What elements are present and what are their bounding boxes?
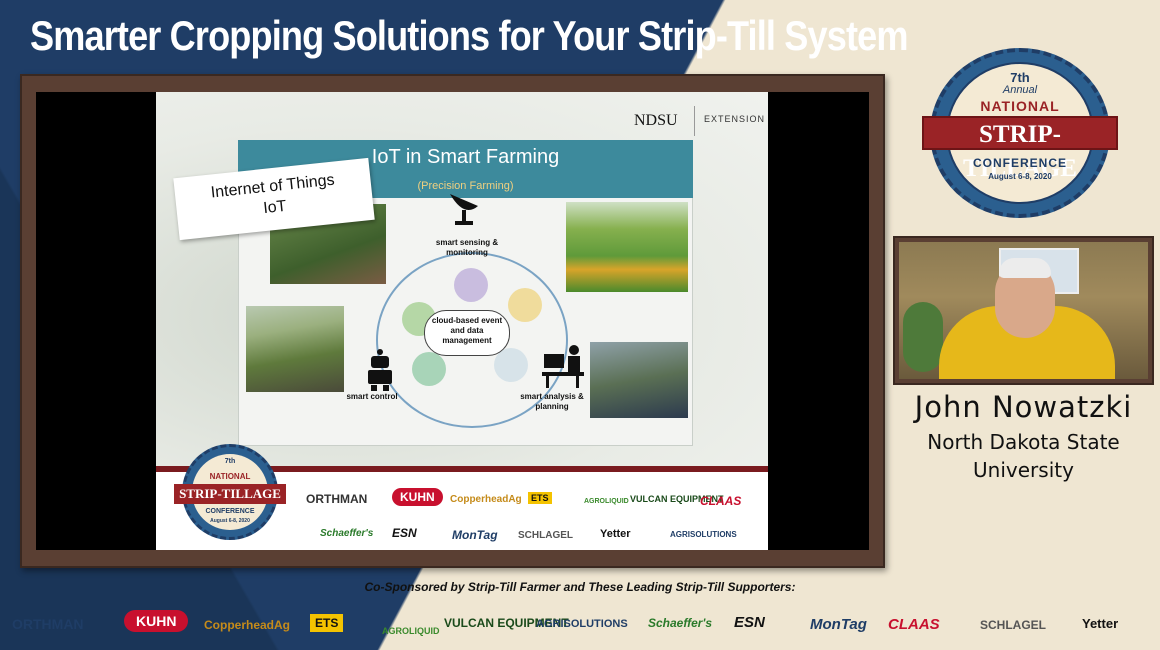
- speaker-name: John Nowatzki: [893, 390, 1154, 424]
- mini-badge-number: 7th: [174, 458, 286, 465]
- mini-badge-national: NATIONAL: [174, 472, 286, 481]
- slide-org-logo: NDSU: [634, 112, 678, 130]
- label-cloud-management: cloud-based event and data management: [424, 310, 510, 356]
- mini-badge-banner: STRIP-TILLAGE: [174, 484, 286, 504]
- bottom-sponsor-agrisolutions: AGRISOLUTIONS: [536, 618, 628, 630]
- bottom-sponsor-ets: ETS: [310, 614, 343, 632]
- bottom-sponsor-agroliquid: AGROLIQUID: [382, 626, 440, 636]
- badge-national: NATIONAL: [922, 98, 1118, 114]
- bottom-sponsor-orthman: ORTHMAN: [12, 616, 84, 632]
- bottom-sponsor-band: ORTHMAN KUHN CopperheadAg ETS AGROLIQUID…: [0, 600, 1160, 650]
- bottom-sponsor-esn: ESN: [734, 614, 765, 631]
- tractor-icon: [454, 268, 488, 302]
- bottom-sponsor-schlagel: SCHLAGEL: [980, 618, 1046, 632]
- sponsor-kuhn: KUHN: [392, 488, 443, 506]
- slide-org-divider: [694, 106, 695, 136]
- webcam-plant: [903, 302, 943, 372]
- page-title: Smarter Cropping Solutions for Your Stri…: [30, 12, 908, 60]
- sponsor-schaeffers: Schaeffer's: [320, 528, 373, 539]
- badge-conference: CONFERENCE: [922, 156, 1118, 170]
- badge-dates: August 6-8, 2020: [922, 172, 1118, 181]
- pig-icon: [494, 348, 528, 382]
- sponsor-yetter: Yetter: [600, 528, 631, 540]
- sponsor-montag: MonTag: [452, 528, 498, 542]
- mini-badge-conference: CONFERENCE: [174, 508, 286, 515]
- slide: NDSU EXTENSION IoT in Smart Farming (Pre…: [156, 92, 768, 466]
- cosponsor-caption: Co-Sponsored by Strip-Till Farmer and Th…: [0, 580, 1160, 594]
- sponsor-schlagel: SCHLAGEL: [518, 530, 573, 541]
- bottom-sponsor-yetter: Yetter: [1082, 616, 1118, 631]
- speaker-webcam: [899, 242, 1148, 379]
- speaker-organization: North Dakota State University: [893, 428, 1154, 484]
- greenhouse-icon: [412, 352, 446, 386]
- badge-number: 7th: [922, 70, 1118, 85]
- bottom-sponsor-schaeffers: Schaeffer's: [648, 616, 712, 630]
- label-smart-control: smart control: [342, 392, 402, 402]
- sponsor-ets: ETS: [528, 492, 552, 504]
- satellite-dish-icon: [446, 188, 482, 235]
- slide-org-unit: EXTENSION: [704, 114, 765, 124]
- mini-badge-dates: August 6-8, 2020: [174, 518, 286, 524]
- label-smart-analysis: smart analysis & planning: [520, 392, 584, 412]
- sponsor-copperhead: CopperheadAg: [450, 494, 522, 505]
- slide-conference-badge: 7th NATIONAL STRIP-TILLAGE CONFERENCE Au…: [174, 444, 286, 544]
- bottom-sponsor-claas: CLAAS: [888, 616, 940, 633]
- badge-banner: STRIP-TILLAGE: [922, 116, 1118, 150]
- field-robot-photo: [246, 306, 344, 392]
- precision-map-photo: [566, 202, 688, 292]
- sponsor-agroliquid: AGROLIQUID: [584, 498, 629, 505]
- bottom-sponsor-kuhn: KUHN: [124, 610, 188, 632]
- label-smart-sensing: smart sensing & monitoring: [432, 238, 502, 258]
- badge-annual: Annual: [922, 84, 1118, 96]
- bottom-sponsor-copperhead: CopperheadAg: [204, 618, 290, 632]
- conference-badge: 7th Annual NATIONAL STRIP-TILLAGE CONFER…: [922, 48, 1118, 218]
- analyst-desk-icon: [540, 344, 586, 395]
- livestock-monitoring-photo: [590, 342, 688, 418]
- webcam-speaker-hair: [999, 258, 1051, 278]
- bottom-sponsor-montag: MonTag: [810, 616, 867, 633]
- sponsor-agrisolutions: AGRISOLUTIONS: [670, 530, 737, 539]
- chicken-icon: [508, 288, 542, 322]
- sponsor-orthman: ORTHMAN: [306, 492, 367, 506]
- sponsor-claas: CLAAS: [700, 494, 741, 508]
- sponsor-esn: ESN: [392, 526, 417, 540]
